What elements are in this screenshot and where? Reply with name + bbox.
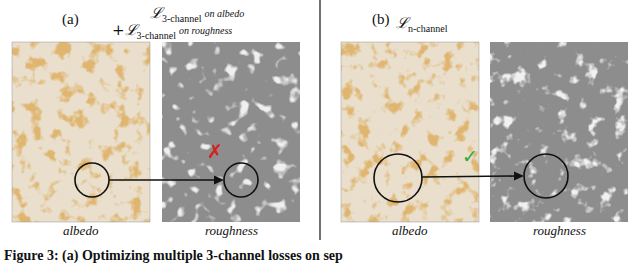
- figure-caption: Figure 3: (a) Optimizing multiple 3-chan…: [4, 248, 343, 264]
- loss-subscript: 3-channel: [162, 13, 201, 24]
- loss-target: on albedo: [204, 8, 244, 19]
- loss-symbol: +ℒ: [112, 19, 137, 39]
- loss-subscript: n-channel: [408, 23, 447, 34]
- panel-letter: (a): [62, 11, 79, 28]
- image-label: albedo: [392, 224, 427, 239]
- albedo-image-b: [341, 42, 479, 222]
- loss-symbol: ℒ: [150, 2, 162, 22]
- panel-heading: +ℒ3-channelon roughness: [112, 19, 232, 39]
- image-label: roughness: [205, 224, 258, 239]
- success-mark: ✓: [462, 146, 478, 168]
- panel-letter: (b): [372, 11, 390, 28]
- fail-mark: ✗: [207, 141, 223, 163]
- image-label: albedo: [63, 224, 98, 239]
- loss-target: on roughness: [179, 25, 232, 36]
- image-label: roughness: [533, 224, 586, 239]
- roughness-image-a: [162, 42, 300, 222]
- panel-heading: ℒn-channel: [396, 12, 447, 32]
- roughness-image-b: [490, 42, 628, 222]
- panel-divider: [319, 0, 320, 240]
- loss-subscript: 3-channel: [137, 30, 176, 41]
- panel-heading: ℒ3-channelon albedo: [150, 2, 244, 22]
- albedo-image-a: [12, 42, 150, 222]
- correspondence-a: [75, 163, 258, 197]
- loss-symbol: ℒ: [396, 12, 408, 32]
